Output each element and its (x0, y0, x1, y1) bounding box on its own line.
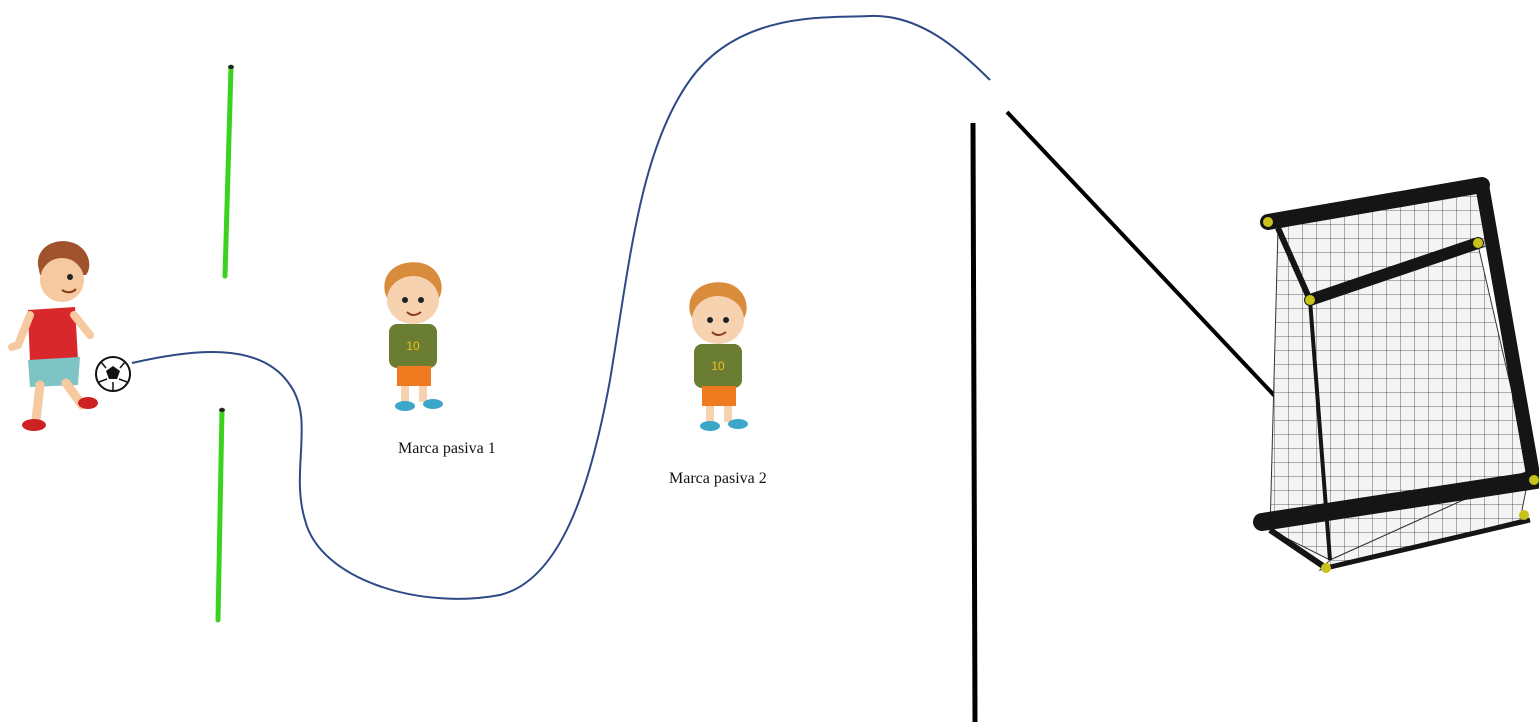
shot-arrow (1005, 110, 1296, 420)
defender-1-label: Marca pasiva 1 (398, 440, 496, 457)
soccer-goal-icon (1253, 177, 1539, 573)
bottom-pole-icon (215, 407, 225, 623)
defender-1-icon: 10 (384, 262, 443, 411)
jersey-number: 10 (406, 339, 420, 353)
defender-2-icon: 10 (689, 282, 748, 431)
barrier-line (970, 122, 978, 723)
jersey-number: 10 (711, 359, 725, 373)
top-pole-icon (222, 64, 234, 279)
kicking-player-icon (8, 241, 98, 431)
defender-2-label: Marca pasiva 2 (669, 470, 767, 487)
dribble-path (131, 14, 991, 600)
soccer-ball-icon (95, 356, 131, 392)
